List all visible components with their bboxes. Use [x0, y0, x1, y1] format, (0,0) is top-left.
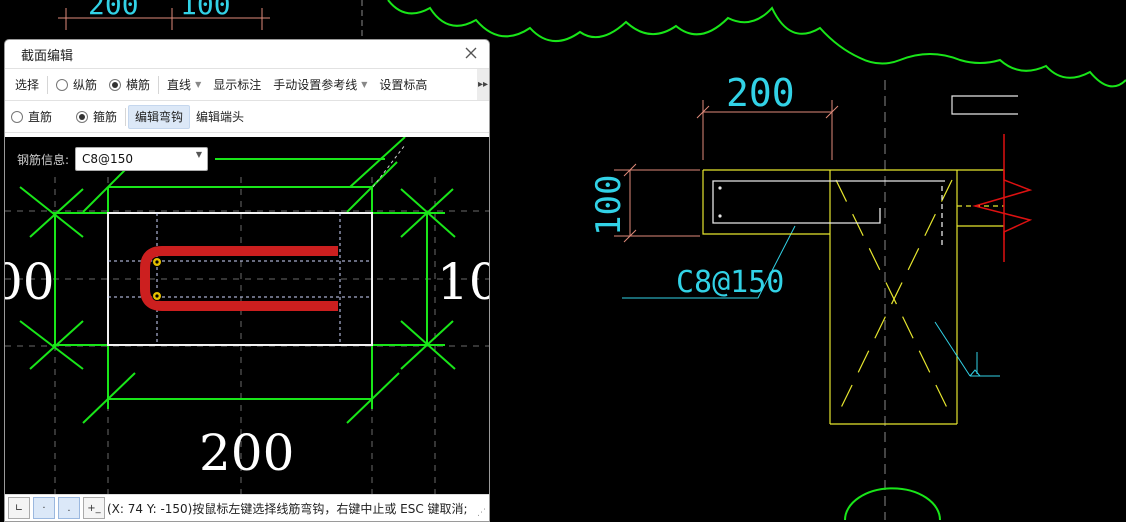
caret-down-icon: ▼ — [361, 80, 368, 89]
stirrup-radio[interactable]: 箍筋 — [70, 106, 123, 128]
dim-bottom-text: 200 — [199, 424, 294, 482]
toolbar-overflow-icon[interactable]: ▸▸ — [477, 69, 489, 100]
edit-end-label: 编辑端头 — [196, 110, 245, 124]
rebar-info-select[interactable]: C8@150 ▼ — [75, 147, 209, 171]
section-canvas[interactable]: 200 00 10 钢筋信息: C8@150 ▼ — [5, 137, 489, 495]
straight-radio[interactable]: 直筋 — [9, 106, 58, 128]
radio-selected-icon — [76, 110, 89, 123]
edit-hook-button[interactable]: 编辑弯钩 — [128, 104, 191, 129]
line-dropdown[interactable]: 直线▼ — [161, 74, 207, 96]
line-label: 直线 — [167, 78, 192, 92]
stirrup-label: 箍筋 — [93, 110, 118, 124]
edit-end-button[interactable]: 编辑端头 — [190, 106, 250, 128]
close-icon[interactable] — [463, 45, 479, 61]
revision-cloud — [387, 0, 1126, 88]
toolbar-separator — [125, 107, 127, 126]
select-tool[interactable]: 选择 — [9, 74, 45, 96]
caret-down-icon: ▼ — [195, 80, 202, 89]
bg-dim-100: 100 — [589, 175, 629, 236]
bg-rebar-label: C8@150 — [676, 265, 784, 300]
resize-grip-icon[interactable]: ⋰ — [477, 508, 486, 518]
section-drawing[interactable]: 200 00 10 — [5, 137, 489, 495]
manual-ref-label: 手动设置参考线 — [273, 78, 358, 92]
rebar-dot[interactable] — [152, 291, 162, 301]
longitudinal-label: 纵筋 — [73, 78, 98, 92]
toolbar-separator — [47, 75, 49, 94]
toolbar-main: 选择 纵筋 横筋 直线▼ 显示标注 手动设置参考线▼ 设置标高 ▸▸ — [5, 68, 489, 101]
snap-point-icon[interactable]: · — [33, 497, 55, 519]
dim-right-text: 10 — [437, 253, 489, 311]
transverse-label: 横筋 — [126, 78, 151, 92]
toolbar-rebar: 直筋 箍筋 编辑弯钩 编辑端头 — [5, 101, 489, 133]
toolbar-separator — [158, 75, 160, 94]
manual-ref-dropdown[interactable]: 手动设置参考线▼ — [267, 74, 373, 96]
status-bar: ∟ · . +_ (X: 74 Y: -150)按鼠标左键选择线筋弯钩，右键中止… — [5, 494, 489, 521]
dialog-titlebar[interactable]: 截面编辑 — [5, 40, 489, 68]
longitudinal-radio[interactable]: 纵筋 — [50, 74, 103, 96]
show-dims-label: 显示标注 — [213, 78, 262, 92]
straight-label: 直筋 — [28, 110, 53, 124]
ortho-mode-icon[interactable]: ∟ — [8, 497, 30, 519]
rebar-info-label: 钢筋信息: — [17, 152, 70, 167]
dropdown-arrow-icon: ▼ — [195, 150, 203, 159]
stirrup-rebar[interactable] — [140, 246, 338, 311]
set-elevation-label: 设置标高 — [379, 78, 428, 92]
radio-selected-icon — [109, 78, 122, 91]
bg-dim-200: 200 — [726, 71, 795, 115]
dimension-lines — [19, 137, 456, 424]
rebar-info-row: 钢筋信息: C8@150 ▼ — [17, 147, 209, 171]
dim-left-text: 00 — [5, 253, 55, 311]
rebar-dot[interactable] — [152, 257, 162, 267]
section-outline — [107, 212, 373, 346]
snap-midpoint-icon[interactable]: . — [58, 497, 80, 519]
edit-hook-label: 编辑弯钩 — [135, 110, 184, 124]
section-edit-dialog: 截面编辑 选择 纵筋 横筋 直线▼ 显示标注 手动设置参考线▼ 设置标高 ▸▸ … — [4, 39, 490, 522]
transverse-radio[interactable]: 横筋 — [103, 74, 156, 96]
snap-offset-icon[interactable]: +_ — [83, 497, 105, 519]
show-dims-button[interactable]: 显示标注 — [207, 74, 267, 96]
bg-dim-top-left: 200 — [88, 0, 139, 21]
radio-icon — [56, 78, 69, 91]
status-message: (X: 74 Y: -150)按鼠标左键选择线筋弯钩，右键中止或 ESC 键取消… — [107, 501, 468, 516]
bg-dim-top-left-2: 100 — [180, 0, 231, 21]
set-elevation-button[interactable]: 设置标高 — [373, 74, 433, 96]
radio-icon — [11, 110, 23, 123]
rebar-info-value: C8@150 — [82, 152, 133, 166]
dialog-title: 截面编辑 — [21, 48, 74, 64]
select-label: 选择 — [15, 78, 40, 92]
